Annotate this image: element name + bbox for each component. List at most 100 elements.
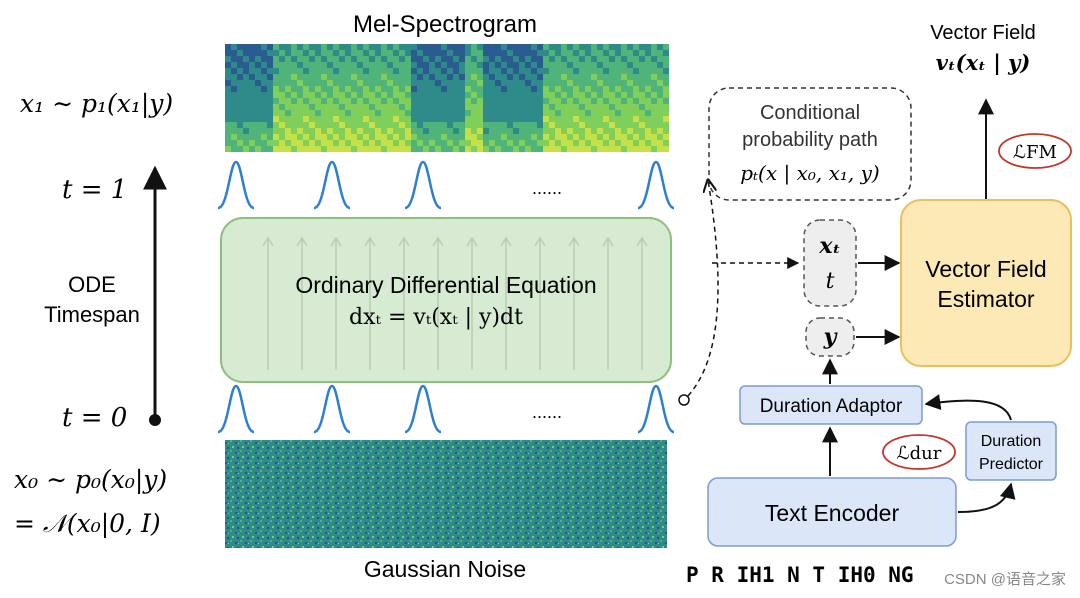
spectrogram-cell: [525, 56, 531, 62]
spectrogram-cell: [261, 56, 267, 62]
spectrogram-cell: [309, 146, 315, 152]
spectrogram-cell: [567, 146, 573, 152]
spectrogram-cell: [489, 44, 495, 50]
spectrogram-cell: [321, 110, 327, 116]
spectrogram-cell: [489, 98, 495, 104]
spectrogram-cell: [471, 134, 477, 140]
spectrogram-cell: [375, 116, 381, 122]
spectrogram-cell: [531, 44, 537, 50]
spectrogram-cell: [615, 104, 621, 110]
spectrogram-cell: [507, 80, 513, 86]
y-node: [805, 317, 855, 357]
spectrogram-cell: [603, 62, 609, 68]
spectrogram-cell: [351, 140, 357, 146]
spectrogram-cell: [339, 68, 345, 74]
spectrogram-cell: [477, 104, 483, 110]
spectrogram-cell: [321, 86, 327, 92]
spectrogram-cell: [321, 80, 327, 86]
spectrogram-cell: [411, 62, 417, 68]
spectrogram-cell: [423, 62, 429, 68]
spectrogram-cell: [579, 62, 585, 68]
spectrogram-cell: [417, 68, 423, 74]
spectrogram-cell: [339, 62, 345, 68]
spectrogram-cell: [297, 122, 303, 128]
spectrogram-cell: [327, 92, 333, 98]
spectrogram-cell: [309, 140, 315, 146]
spectrogram-cell: [453, 110, 459, 116]
spectrogram-cell: [507, 92, 513, 98]
spectrogram-cell: [525, 92, 531, 98]
spectrogram-cell: [633, 68, 639, 74]
gaussian-curve: [637, 160, 675, 210]
spectrogram-cell: [333, 74, 339, 80]
spectrogram-cell: [297, 44, 303, 50]
spectrogram-cell: [393, 122, 399, 128]
spectrogram-cell: [465, 146, 471, 152]
spectrogram-cell: [435, 122, 441, 128]
spectrogram-cell: [231, 74, 237, 80]
spectrogram-cell: [333, 92, 339, 98]
spectrogram-cell: [567, 110, 573, 116]
spectrogram-cell: [447, 44, 453, 50]
spectrogram-cell: [279, 86, 285, 92]
spectrogram-cell: [237, 110, 243, 116]
spectrogram-cell: [591, 44, 597, 50]
spectrogram-cell: [345, 110, 351, 116]
spectrogram-cell: [513, 122, 519, 128]
spectrogram-cell: [663, 104, 669, 110]
spectrogram-cell: [327, 86, 333, 92]
spectrogram-cell: [279, 44, 285, 50]
spectrogram-cell: [309, 98, 315, 104]
spectrogram-cell: [255, 134, 261, 140]
spectrogram-cell: [327, 146, 333, 152]
spectrogram-cell: [381, 140, 387, 146]
spectrogram-cell: [597, 74, 603, 80]
spectrogram-cell: [303, 140, 309, 146]
spectrogram-cell: [513, 56, 519, 62]
spectrogram-cell: [435, 68, 441, 74]
spectrogram-cell: [279, 122, 285, 128]
spectrogram-cell: [585, 74, 591, 80]
spectrogram-cell: [447, 68, 453, 74]
spectrogram-cell: [393, 86, 399, 92]
spectrogram-cell: [249, 128, 255, 134]
spectrogram-cell: [519, 122, 525, 128]
spectrogram-cell: [591, 50, 597, 56]
spectrogram-cell: [291, 134, 297, 140]
spectrogram-cell: [267, 50, 273, 56]
spectrogram-cell: [549, 62, 555, 68]
spectrogram-cell: [381, 134, 387, 140]
spectrogram-cell: [573, 50, 579, 56]
spectrogram-cell: [267, 92, 273, 98]
spectrogram-cell: [387, 116, 393, 122]
spectrogram-cell: [369, 98, 375, 104]
spectrogram-cell: [645, 44, 651, 50]
spectrogram-cell: [441, 134, 447, 140]
spectrogram-cell: [477, 146, 483, 152]
spectrogram-cell: [273, 140, 279, 146]
spectrogram-cell: [417, 62, 423, 68]
spectrogram-cell: [369, 62, 375, 68]
spectrogram-cell: [405, 98, 411, 104]
spectrogram-cell: [495, 44, 501, 50]
spectrogram-cell: [357, 128, 363, 134]
spectrogram-cell: [621, 74, 627, 80]
spectrogram-cell: [615, 50, 621, 56]
spectrogram-cell: [639, 80, 645, 86]
spectrogram-cell: [429, 140, 435, 146]
spectrogram-cell: [489, 68, 495, 74]
spectrogram-cell: [579, 98, 585, 104]
spectrogram-cell: [387, 140, 393, 146]
spectrogram-cell: [303, 92, 309, 98]
spectrogram-cell: [357, 122, 363, 128]
spectrogram-cell: [315, 68, 321, 74]
spectrogram-cell: [543, 44, 549, 50]
spectrogram-cell: [537, 104, 543, 110]
spectrogram-cell: [621, 104, 627, 110]
spectrogram-cell: [243, 86, 249, 92]
spectrogram-cell: [339, 80, 345, 86]
spectrogram-cell: [273, 122, 279, 128]
spectrogram-cell: [249, 56, 255, 62]
spectrogram-cell: [495, 146, 501, 152]
spectrogram-cell: [561, 116, 567, 122]
